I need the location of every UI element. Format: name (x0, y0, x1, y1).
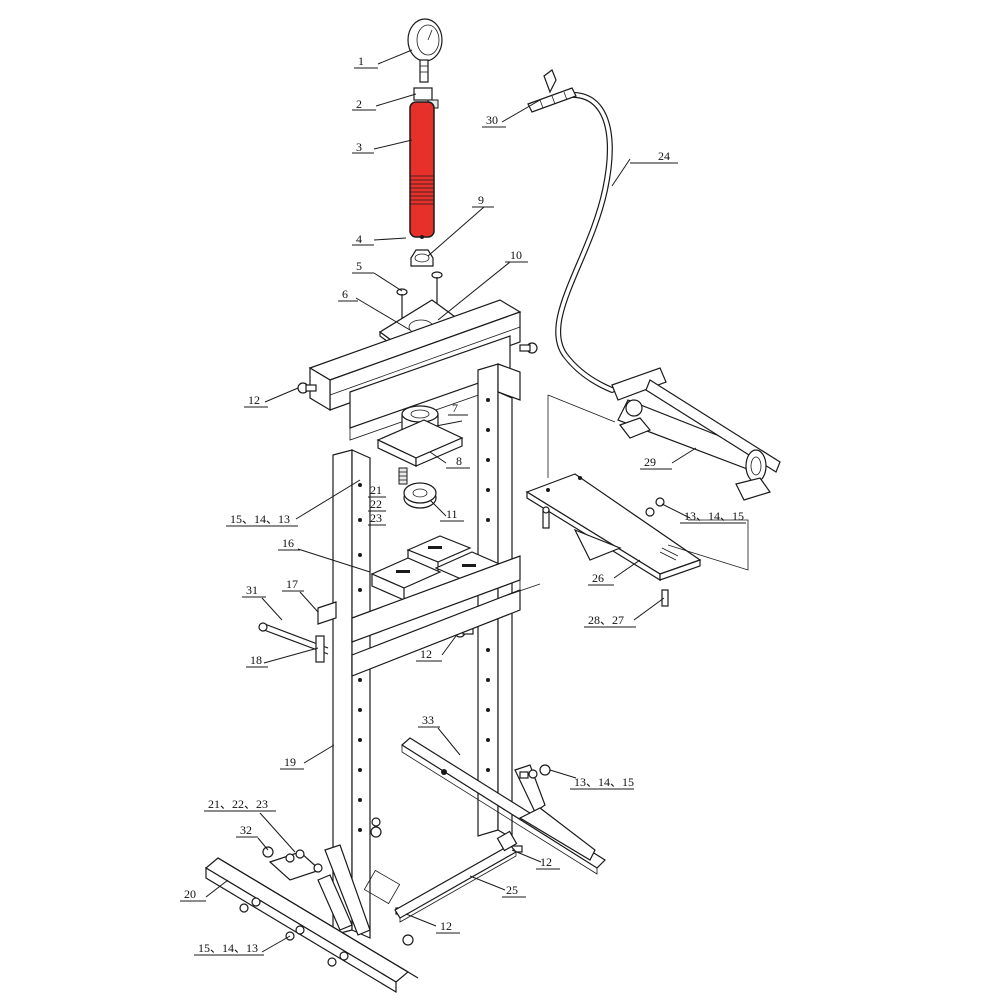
callout-26: 26 (588, 571, 614, 586)
svg-text:16: 16 (282, 536, 294, 550)
work-table-beam (351, 555, 541, 677)
svg-text:10: 10 (510, 248, 522, 262)
spring-bolt (398, 467, 408, 485)
svg-text:2: 2 (356, 97, 362, 111)
callout-18: 18 (246, 653, 268, 668)
left-upright (332, 449, 371, 939)
assembly-lines (547, 394, 749, 571)
svg-text:6: 6 (342, 287, 348, 301)
svg-text:24: 24 (658, 149, 670, 163)
front-base-leg (204, 844, 419, 994)
svg-text:12: 12 (440, 919, 452, 933)
callout-labels: 1 2 3 4 5 6 7 8 (180, 54, 746, 956)
callout-7: 7 (448, 401, 468, 416)
svg-text:13、14、15: 13、14、15 (684, 509, 744, 523)
callout-5: 5 (352, 259, 374, 274)
callout-20: 20 (180, 887, 206, 902)
callout-15-14-13-upper: 15、14、13 (226, 512, 298, 527)
callout-9: 9 (472, 193, 494, 208)
callout-1: 1 (354, 54, 378, 69)
svg-text:15、14、13: 15、14、13 (198, 941, 258, 955)
svg-text:18: 18 (250, 653, 262, 667)
lower-nut (403, 482, 437, 509)
callout-3: 3 (352, 140, 374, 154)
svg-text:5: 5 (356, 259, 362, 273)
pump-bracket (525, 473, 702, 582)
callout-24: 24 (630, 149, 678, 164)
svg-text:21: 21 (370, 483, 382, 497)
svg-text:3: 3 (356, 140, 362, 154)
svg-text:28、27: 28、27 (588, 613, 624, 627)
leader-lines (205, 49, 697, 953)
hose-fitting (527, 69, 577, 113)
svg-text:22: 22 (370, 497, 382, 511)
svg-text:19: 19 (284, 755, 296, 769)
callout-8: 8 (446, 454, 470, 469)
svg-text:17: 17 (286, 577, 298, 591)
svg-text:33: 33 (422, 713, 434, 727)
svg-text:20: 20 (184, 887, 196, 901)
callout-16: 16 (278, 536, 300, 551)
callout-29: 29 (640, 455, 672, 470)
svg-text:23: 23 (370, 511, 382, 525)
svg-text:12: 12 (420, 647, 432, 661)
svg-text:13、14、15: 13、14、15 (574, 775, 634, 789)
top-cross-beam (308, 299, 522, 441)
callout-2: 2 (352, 97, 376, 111)
callout-25: 25 (502, 883, 526, 898)
callout-12-rear-bar: 12 (536, 855, 560, 870)
svg-text:21、22、23: 21、22、23 (208, 797, 268, 811)
spring-plate (376, 419, 464, 467)
callout-12-top-left: 12 (244, 393, 268, 408)
svg-text:30: 30 (486, 113, 498, 127)
callout-12-front-bar: 12 (436, 919, 460, 934)
callout-15-14-13-front: 15、14、13 (194, 941, 264, 956)
pressure-gauge (407, 18, 443, 83)
callout-4: 4 (352, 232, 374, 246)
callout-11: 11 (440, 507, 464, 522)
connecting-bar (394, 830, 518, 923)
cylinder-nut (410, 249, 434, 267)
callout-6: 6 (338, 287, 358, 302)
svg-text:15、14、13: 15、14、13 (230, 512, 290, 526)
svg-text:9: 9 (478, 193, 484, 207)
svg-text:11: 11 (446, 507, 458, 521)
support-pin (258, 601, 337, 663)
callout-30: 30 (482, 113, 506, 128)
front-base-bolts (239, 817, 382, 967)
callout-17: 17 (282, 577, 304, 592)
callout-21-22-23-lower: 21、22、23 (204, 797, 276, 812)
svg-text:1: 1 (358, 54, 364, 68)
svg-text:7: 7 (452, 401, 458, 415)
callout-32: 32 (236, 823, 258, 838)
svg-text:4: 4 (356, 232, 362, 246)
hand-pump (611, 367, 781, 501)
svg-text:32: 32 (240, 823, 252, 837)
svg-text:8: 8 (456, 454, 462, 468)
callout-22-upper: 22 (368, 497, 386, 512)
callout-13-14-15-rear: 13、14、15 (570, 775, 634, 790)
callout-21-upper: 21 (368, 483, 386, 498)
svg-text:25: 25 (506, 883, 518, 897)
callout-13-14-15-pump: 13、14、15 (680, 509, 746, 524)
callout-12-table: 12 (416, 647, 442, 662)
hydraulic-cylinder (409, 101, 435, 239)
svg-text:31: 31 (246, 583, 258, 597)
rear-base-leg (400, 737, 606, 875)
callout-28-27: 28、27 (584, 613, 636, 628)
callout-33: 33 (418, 713, 440, 728)
hydraulic-hose (545, 92, 615, 393)
callout-31: 31 (242, 583, 266, 598)
callout-19: 19 (280, 755, 304, 770)
svg-text:12: 12 (540, 855, 552, 869)
callout-10: 10 (505, 248, 528, 263)
svg-text:26: 26 (592, 571, 604, 585)
svg-text:12: 12 (248, 393, 260, 407)
callout-23-upper: 23 (368, 511, 386, 526)
svg-text:29: 29 (644, 455, 656, 469)
